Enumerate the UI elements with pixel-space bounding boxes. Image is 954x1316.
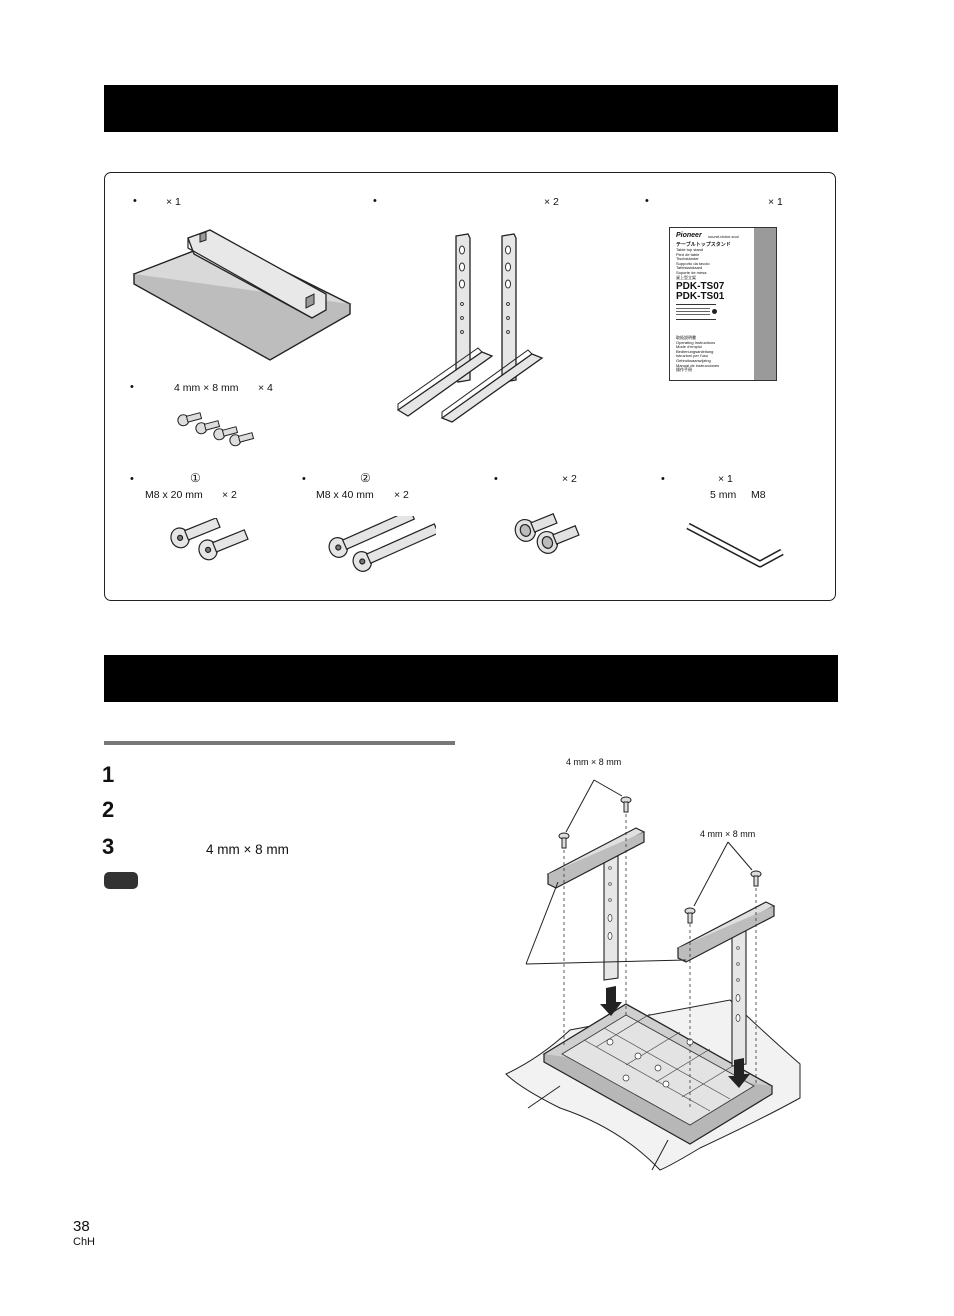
assembly-diagram [505,779,801,1171]
manual-ops-lines: 取扱説明書 Operating Instructions Mode d'empl… [676,335,746,373]
manual-model-2: PDK-TS01 [676,291,725,302]
bolt1-qty: × 2 [222,489,237,501]
small-screws-illustration [177,412,255,447]
section-header-bar-assembly [104,655,838,702]
manual-title-ja: テーブルトップスタンド [676,242,731,248]
bolt1-spec: M8 x 20 mm [145,489,203,501]
manual-line: Soporte de mesa [676,269,707,275]
bolt2-marker: ② [360,471,371,485]
manual-ops-line: Operating Instructions [676,339,716,345]
hex-key-size: M8 [751,489,766,501]
step-1-number: 1 [102,762,115,787]
manual-ops-line: 操作手冊 [676,367,692,373]
hex-key-spec: 5 mm [710,489,737,501]
manual-line: Table top stand [676,247,704,252]
manual-brand: Pioneer [676,232,702,239]
bolt-m8x40-illustration [328,516,436,572]
manual-line: Pied de table [676,251,700,257]
screw-label-left: 4 mm × 8 mm [566,757,622,767]
manual-models: PDK-TS07 PDK-TS01 [676,282,724,302]
manual-qty: × 1 [768,196,783,208]
manual-notice-block [676,304,717,320]
manual-line: Tafelstandaard [676,265,703,271]
small-screw-spec: 4 mm × 8 mm [174,382,239,394]
stand-posts-illustration [396,233,544,423]
manual-title-lines: Table top stand Pied de table Tischständ… [676,247,746,280]
bullet: • [645,195,649,207]
manual-ops-line: Gebruiksaanwijzing [676,357,711,363]
step-2-number: 2 [102,797,115,822]
manual-line: Supporto da tavolo [676,260,710,266]
base-qty: × 1 [166,196,181,208]
bullet: • [494,473,498,485]
manual-ops-line: Bedienungsanleitung [676,348,714,354]
manual-ops-line: 取扱説明書 [676,335,696,340]
bullet: • [661,473,665,485]
steps-rule [104,741,455,745]
bullet: • [130,381,134,393]
hex-key-illustration [686,522,784,568]
manual-line: Tischständer [676,256,699,262]
bolt1-marker: ① [190,471,201,485]
bullet: • [133,195,137,207]
screw-label-right: 4 mm × 8 mm [700,829,756,839]
manual-ops-line: Manual de instrucciones [676,362,720,368]
small-screw-qty: × 4 [258,382,273,394]
parts-list-box [104,172,836,601]
bullet: • [302,473,306,485]
section-header-bar-contents [104,85,838,132]
step-3-number: 3 [102,834,115,859]
manual-line: 桌上型立架 [676,274,696,280]
manual-booklet: Pioneer sound.vision.soul テーブルトップスタンド Ta… [669,227,777,381]
note-badge [104,872,138,889]
manual-ops-line: Mode d'emploi [676,344,702,350]
manual-spine-stripe [754,228,776,380]
page-number: 38 [73,1218,90,1235]
posts-qty: × 2 [544,196,559,208]
manual-model-1: PDK-TS07 [676,281,725,292]
bolt2-qty: × 2 [394,489,409,501]
washer-bolts-illustration [514,513,580,554]
bolt2-spec: M8 x 40 mm [316,489,374,501]
manual-brand-tag: sound.vision.soul [708,234,739,239]
bullet: • [130,473,134,485]
page-language-code: ChH [73,1236,96,1248]
bullet: • [373,195,377,207]
manual-ops-line: Istruzioni per l'uso [676,353,709,359]
bolt-m8x20-illustration [170,518,249,561]
washer-bolts-qty: × 2 [562,473,577,485]
step-3-text: 4 mm × 8 mm [206,842,289,857]
stand-base-illustration [132,229,352,361]
hex-key-qty: × 1 [718,473,733,485]
